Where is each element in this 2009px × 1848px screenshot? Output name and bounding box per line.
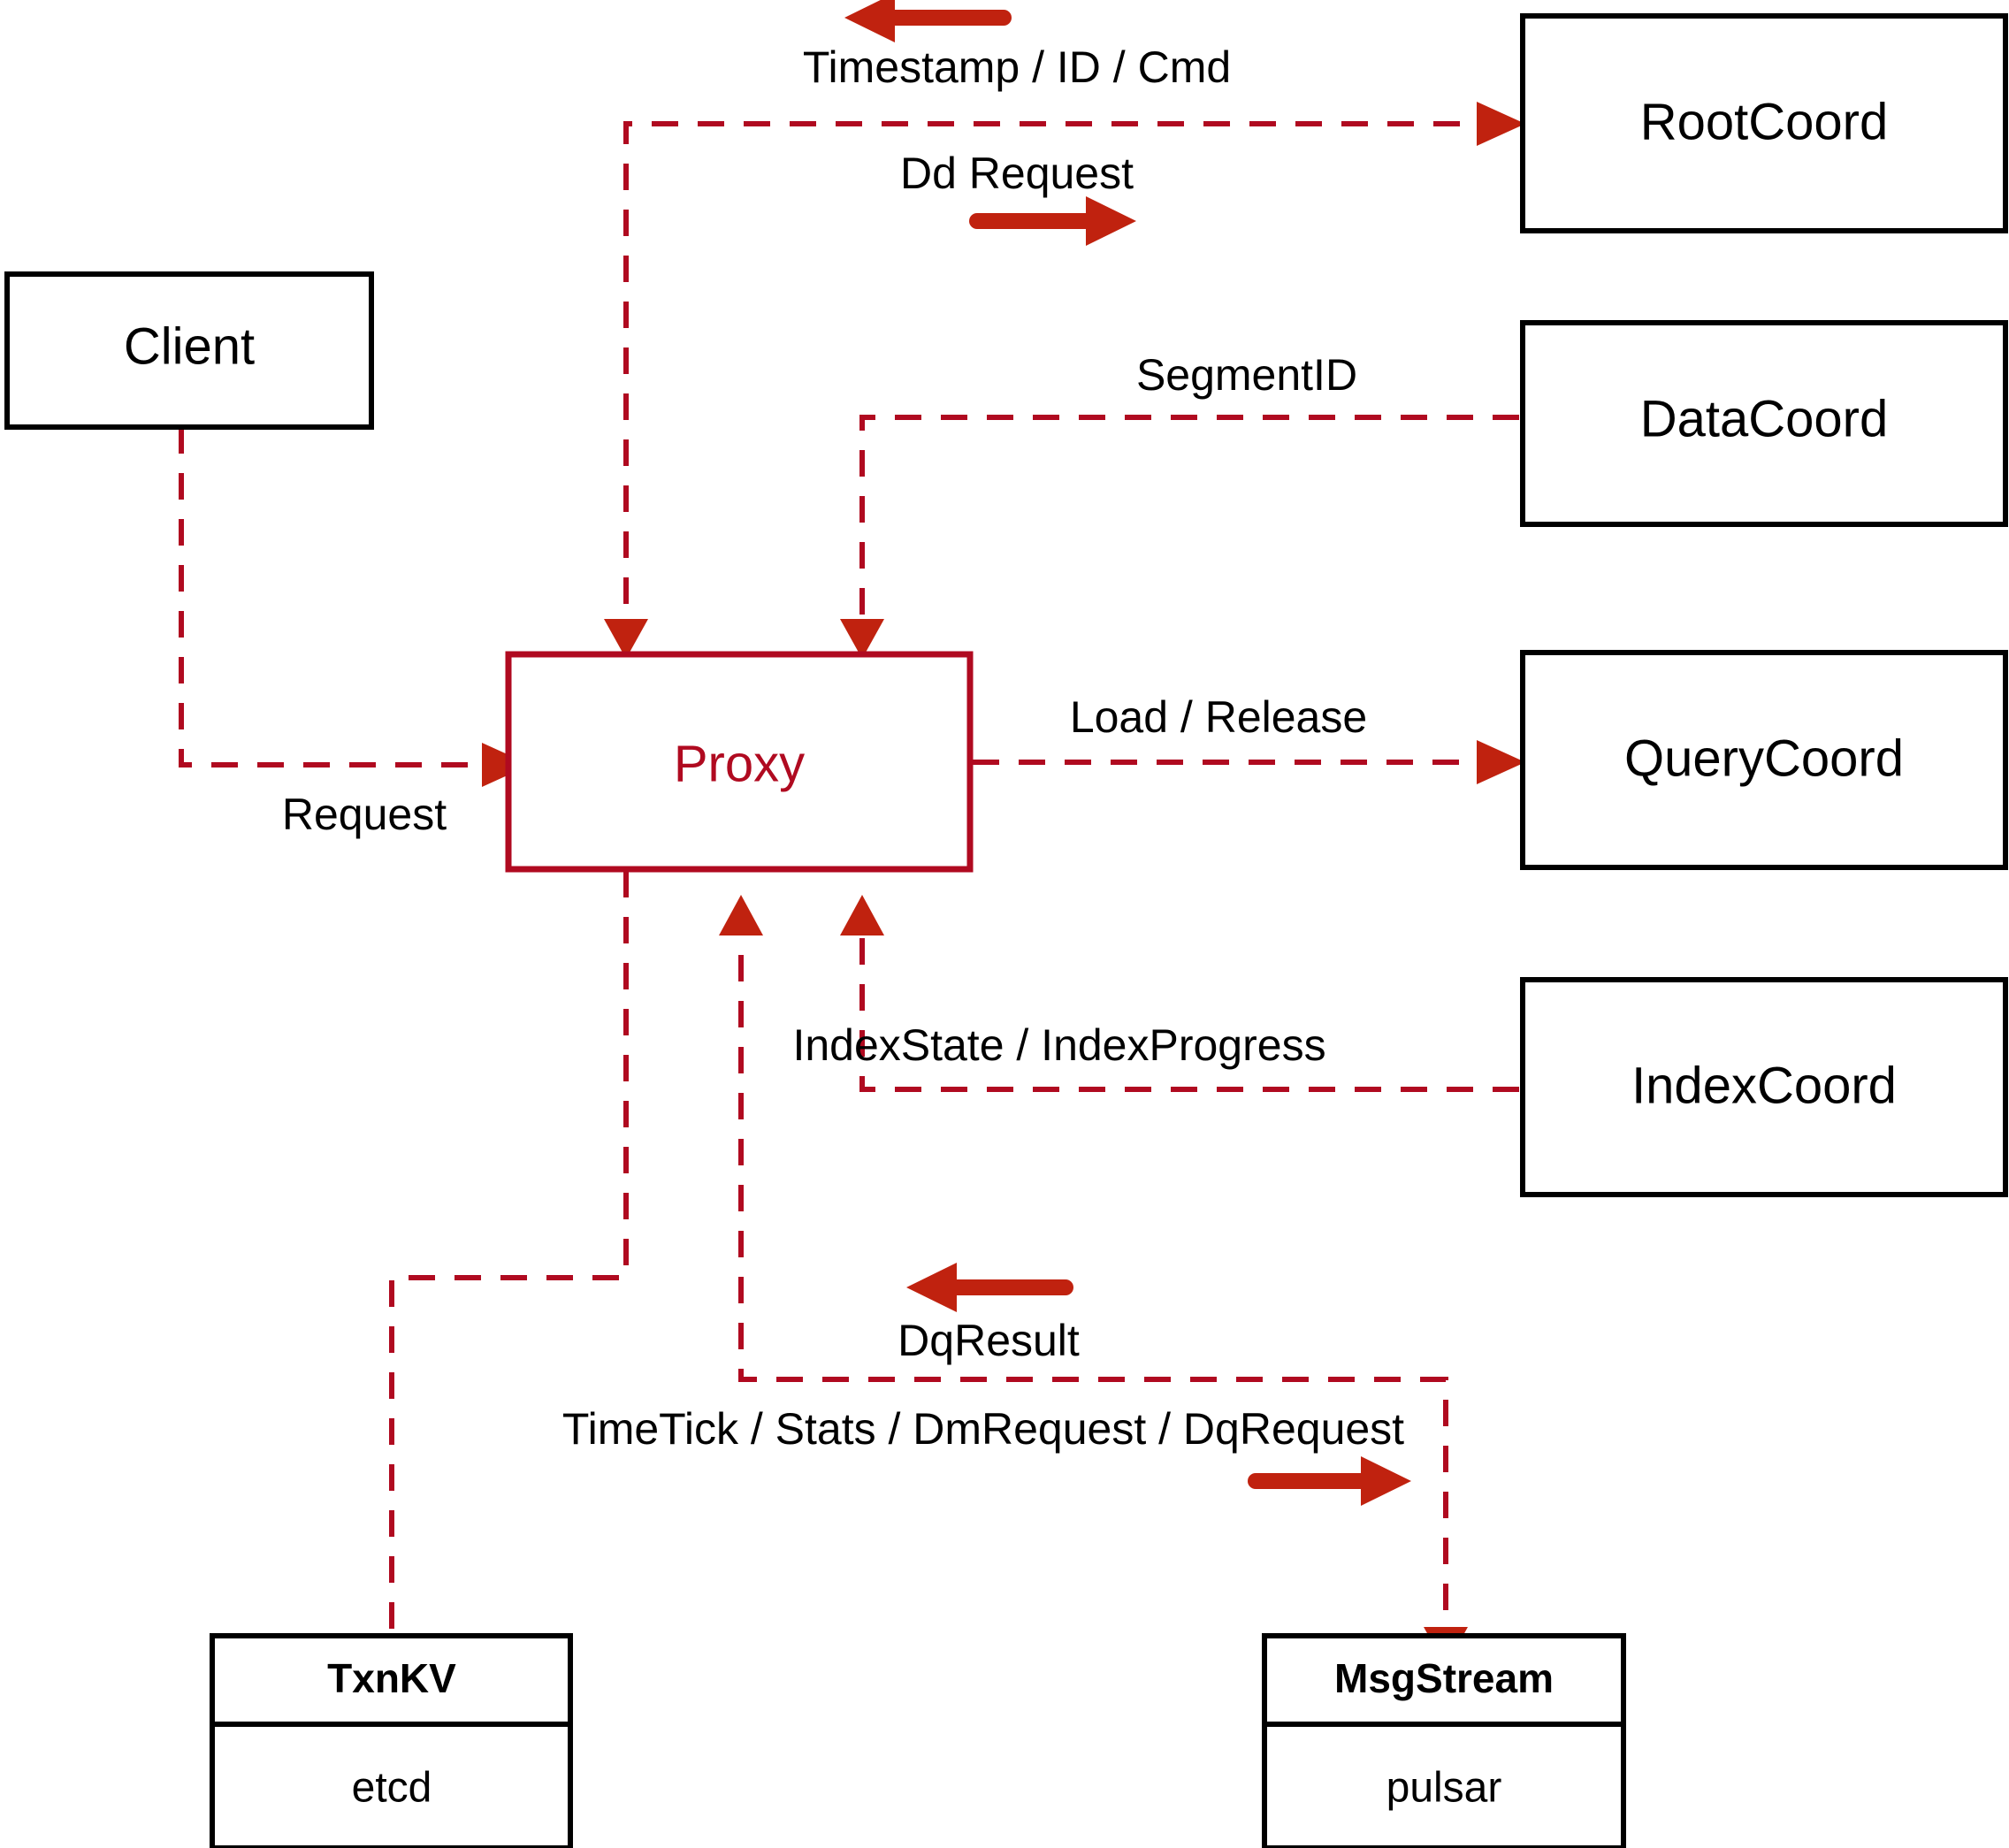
arrow-timetick-stats [1248, 1456, 1411, 1506]
arrow-timestamp-id-cmd [844, 0, 1012, 42]
node-rootcoord[interactable]: RootCoord [1520, 13, 2008, 233]
edge-label-request: Request [282, 790, 447, 839]
edge-load-release-path [973, 740, 1525, 784]
node-querycoord[interactable]: QueryCoord [1520, 650, 2008, 870]
edge-label-timestamp-id-cmd: Timestamp / ID / Cmd [803, 42, 1231, 92]
edge-indexstate-path [840, 895, 1519, 1092]
node-indexcoord-label: IndexCoord [1631, 1057, 1897, 1114]
node-txnkv-impl: etcd [352, 1765, 432, 1812]
arrow-dq-result [906, 1263, 1073, 1312]
edge-txnkv-path [389, 871, 629, 1634]
edge-label-timetick-stats: TimeTick / Stats / DmRequest / DqRequest [562, 1404, 1404, 1454]
node-datacoord[interactable]: DataCoord [1520, 320, 2008, 527]
edge-label-load-release: Load / Release [1070, 692, 1367, 742]
edge-label-dq-result: DqResult [898, 1316, 1080, 1365]
node-rootcoord-label: RootCoord [1640, 93, 1888, 150]
node-proxy[interactable]: Proxy [505, 651, 974, 873]
arrow-dd-request [969, 196, 1136, 246]
node-querycoord-label: QueryCoord [1624, 729, 1904, 787]
edge-dqresult-path [719, 895, 1468, 1667]
node-client[interactable]: Client [4, 271, 374, 430]
node-proxy-label: Proxy [674, 735, 805, 792]
node-txnkv[interactable]: TxnKV etcd [210, 1633, 573, 1848]
node-datacoord-label: DataCoord [1640, 390, 1888, 447]
edge-label-dd-request: Dd Request [900, 149, 1134, 198]
edge-label-indexstate: IndexState / IndexProgress [792, 1020, 1325, 1070]
edge-label-segmentid: SegmentID [1136, 350, 1357, 400]
node-txnkv-label: TxnKV [327, 1655, 456, 1701]
edge-segmentid-path [840, 415, 1519, 659]
edge-dd-request-path [604, 102, 1525, 659]
node-msgstream-label: MsgStream [1334, 1655, 1554, 1701]
node-indexcoord[interactable]: IndexCoord [1520, 977, 2008, 1197]
node-msgstream-impl: pulsar [1386, 1765, 1502, 1812]
node-msgstream[interactable]: MsgStream pulsar [1262, 1633, 1626, 1848]
edge-request-path [179, 427, 531, 787]
node-client-label: Client [124, 317, 255, 375]
